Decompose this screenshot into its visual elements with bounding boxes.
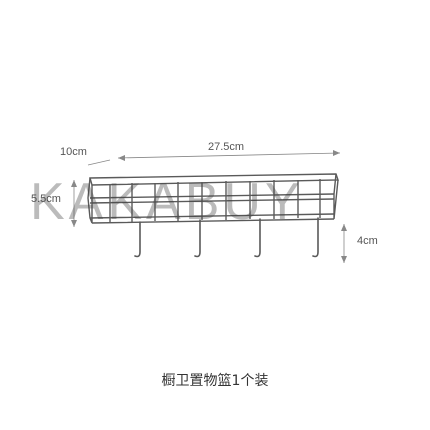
basket-left-end — [87, 177, 93, 224]
hook-arrow-bottom — [341, 256, 347, 263]
hook-4 — [312, 217, 319, 258]
height-dimension-label: 5.5cm — [31, 193, 61, 205]
depth-dimension-line — [87, 159, 111, 166]
product-caption: 橱卫置物篮1个装 — [161, 373, 269, 389]
height-arrow-bottom — [71, 220, 77, 227]
hook-3 — [254, 218, 261, 258]
width-arrow-left — [118, 155, 125, 161]
width-dimension-line — [117, 152, 341, 159]
basket-body — [87, 173, 339, 224]
hook-dimension-label: 4cm — [357, 235, 378, 247]
dimension-lines — [71, 150, 347, 263]
basket-middle-rail — [89, 193, 335, 204]
watermark-text: KAKABUY — [30, 173, 304, 231]
hook-1 — [134, 221, 141, 258]
basket-right-end — [333, 173, 339, 220]
depth-dimension-label: 10cm — [60, 146, 87, 158]
basket-hooks — [134, 217, 319, 258]
width-dimension-label: 27.5cm — [208, 141, 245, 153]
hook-2 — [194, 219, 201, 258]
hook-arrow-top — [341, 224, 347, 231]
basket-bottom-rail — [89, 213, 335, 224]
width-arrow-right — [333, 150, 340, 156]
height-arrow-top — [71, 180, 77, 187]
